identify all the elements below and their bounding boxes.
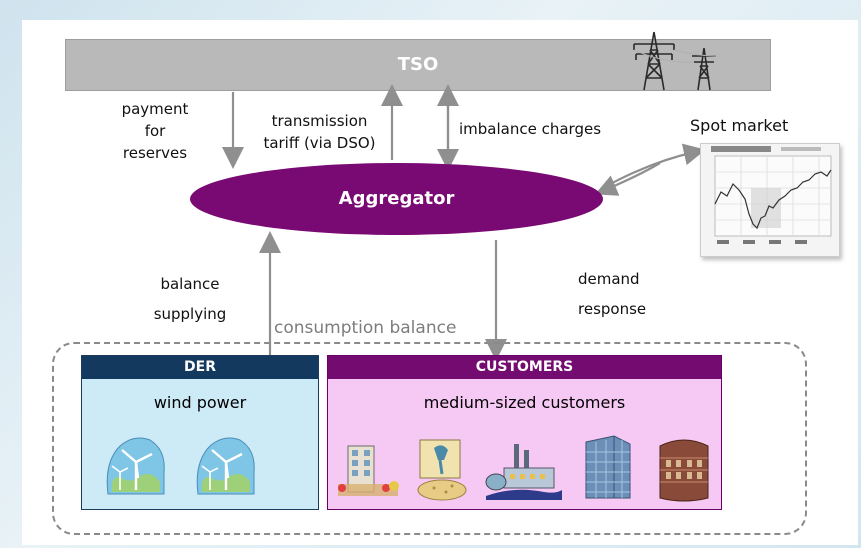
wind-turbine-icon (106, 437, 165, 495)
customers-box: CUSTOMERS medium-sized customers (327, 355, 722, 510)
demand-label-line1: demand (578, 270, 640, 288)
payment-label-line1: payment (121, 100, 189, 118)
tso-label: TSO (397, 54, 439, 75)
spot-market-chart-icon (700, 143, 840, 257)
office-tower-icon (585, 435, 631, 499)
food-processing-icon (417, 439, 467, 501)
round-building-icon (659, 439, 709, 502)
der-box: DER wind power (81, 355, 319, 510)
aggregator-node: Aggregator (190, 163, 603, 235)
transmission-label-line2: tariff (via DSO) (263, 134, 376, 152)
imbalance-charges-label: imbalance charges (459, 120, 602, 138)
consumption-balance-group (52, 342, 807, 535)
customers-subtitle: medium-sized customers (423, 393, 626, 412)
der-subtitle: wind power (153, 393, 247, 412)
payment-label-line2: for (144, 122, 166, 140)
spot-market-label: Spot market (690, 116, 789, 135)
factory-icon (485, 444, 562, 500)
balance-label-line2: supplying (153, 305, 227, 323)
der-header: DER (82, 356, 318, 379)
consumption-balance-label: consumption balance (274, 318, 457, 338)
balance-label-line1: balance (160, 275, 220, 293)
power-pylon-icon (633, 31, 717, 91)
apartment-building-icon (338, 445, 399, 496)
payment-label-line3: reserves (122, 144, 188, 162)
demand-label-line2: response (578, 300, 647, 318)
customers-header: CUSTOMERS (328, 356, 721, 379)
tso-bar: TSO (65, 31, 771, 91)
wind-turbine-icon (196, 437, 255, 495)
transmission-label-line1: transmission (271, 112, 368, 130)
